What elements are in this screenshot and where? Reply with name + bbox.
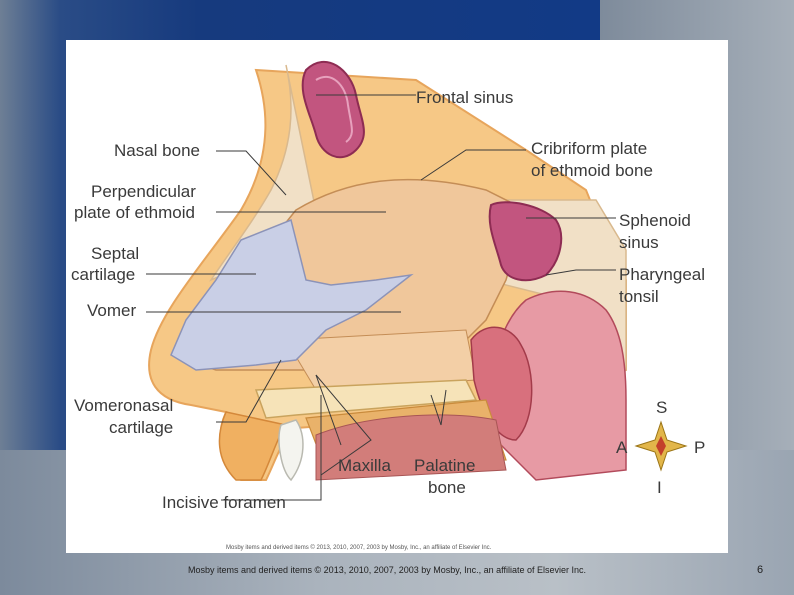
label-septal-line1: Septal <box>91 244 139 263</box>
label-frontal-sinus: Frontal sinus <box>416 88 513 107</box>
compass-anterior: A <box>616 438 628 457</box>
label-septal-line2: cartilage <box>71 265 135 284</box>
incisor-tooth <box>279 420 303 480</box>
figure-panel: Frontal sinus Nasal bone Cribriform plat… <box>66 40 728 553</box>
orientation-compass: S A P I <box>616 398 705 497</box>
label-sphenoid-line2: sinus <box>619 233 659 252</box>
label-pharyngeal-line1: Pharyngeal <box>619 265 705 284</box>
compass-posterior: P <box>694 438 705 457</box>
label-cribriform-line2: of ethmoid bone <box>531 161 653 180</box>
label-pharyngeal-line2: tonsil <box>619 287 659 306</box>
label-maxilla: Maxilla <box>338 456 391 475</box>
label-palatine-line1: Palatine <box>414 456 475 475</box>
compass-inferior: I <box>657 478 662 497</box>
label-sphenoid-line1: Sphenoid <box>619 211 691 230</box>
label-cribriform-line1: Cribriform plate <box>531 139 647 158</box>
label-vomeronasal-line1: Vomeronasal <box>74 396 173 415</box>
compass-superior: S <box>656 398 667 417</box>
label-perpendicular-line1: Perpendicular <box>91 182 196 201</box>
label-vomeronasal-line2: cartilage <box>109 418 173 437</box>
label-nasal-bone: Nasal bone <box>114 141 200 160</box>
label-perpendicular-line2: plate of ethmoid <box>74 203 195 222</box>
image-credit: Mosby items and derived items © 2013, 20… <box>226 544 492 551</box>
label-vomer: Vomer <box>87 301 136 320</box>
nasal-cavity-diagram: Frontal sinus Nasal bone Cribriform plat… <box>66 40 728 553</box>
label-incisive-foramen: Incisive foramen <box>162 493 286 512</box>
page-number: 6 <box>757 564 763 576</box>
footer-copyright: Mosby items and derived items © 2013, 20… <box>188 565 586 575</box>
label-palatine-line2: bone <box>428 478 466 497</box>
